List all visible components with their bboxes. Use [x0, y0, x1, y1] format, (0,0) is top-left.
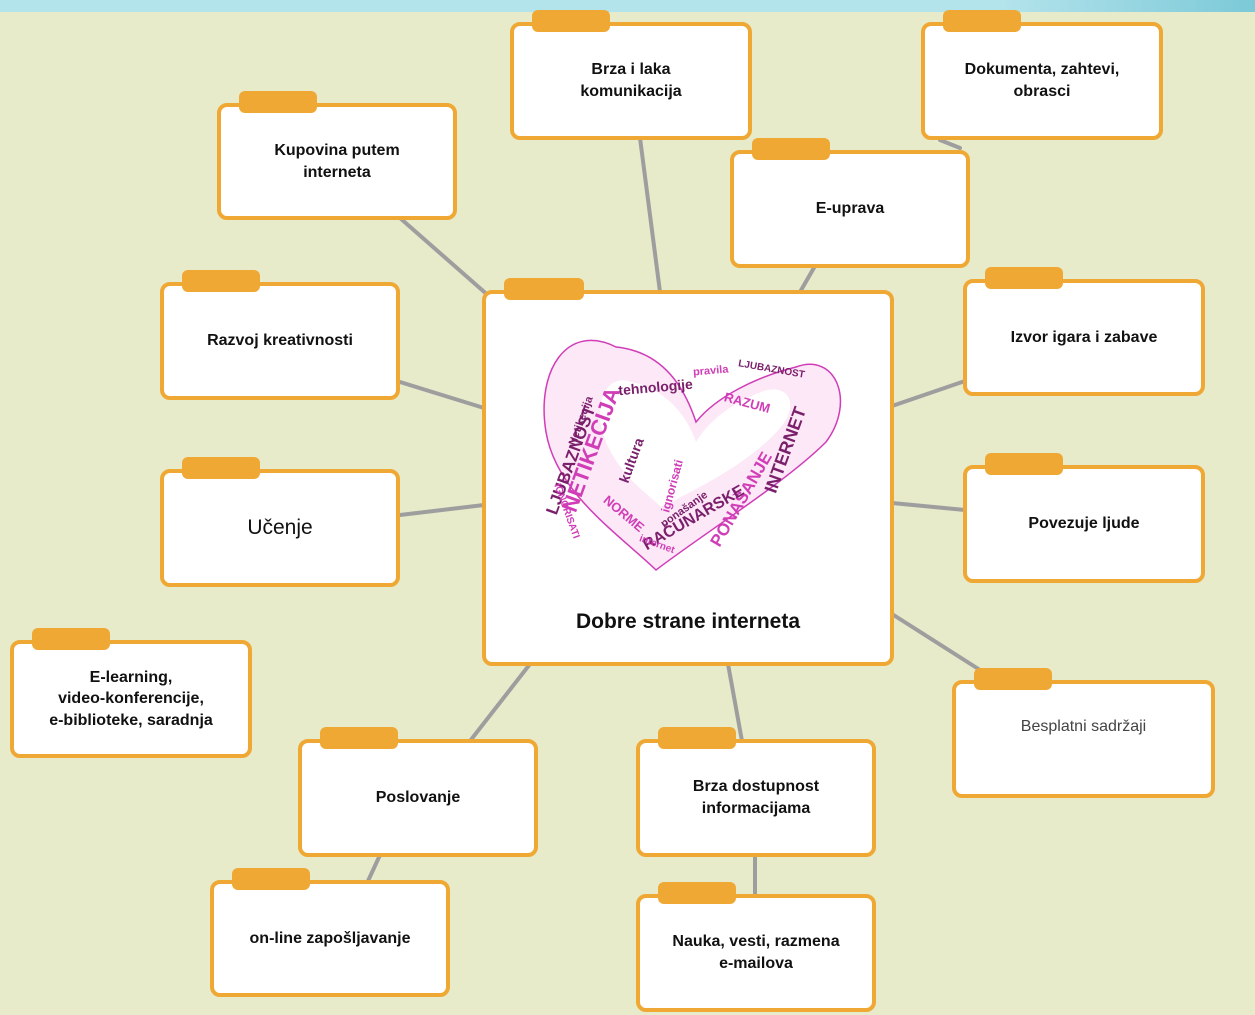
node-razvoj[interactable]: Razvoj kreativnosti — [160, 270, 400, 400]
node-tab — [985, 267, 1063, 289]
connector-brza-dostupnost — [726, 662, 744, 743]
node-tab — [232, 868, 310, 890]
node-kupovina[interactable]: Kupovina putem interneta — [217, 91, 457, 220]
node-tab — [182, 457, 260, 479]
node-label: Učenje — [247, 515, 313, 539]
node-label: on-line zapošljavanje — [249, 929, 411, 947]
node-zaposljavanje[interactable]: on-line zapošljavanje — [210, 868, 450, 997]
node-label: Besplatni sadržaji — [1020, 718, 1147, 735]
node-tab — [239, 91, 317, 113]
connector-razvoj — [398, 380, 486, 410]
node-tab — [504, 278, 584, 300]
node-tab — [752, 138, 830, 160]
node-label: Povezuje ljude — [1028, 515, 1140, 533]
node-brza-dostupnost[interactable]: Brza dostupnost informacijama — [636, 727, 876, 857]
connector-besplatni — [890, 612, 982, 672]
node-tab — [32, 628, 110, 650]
connector-kupovina — [398, 216, 492, 299]
node-tab — [182, 270, 260, 292]
node-label: Izvor igara i zabave — [1010, 328, 1158, 346]
node-povezuje[interactable]: Povezuje ljude — [963, 453, 1205, 583]
top-banner-accent — [1005, 0, 1255, 12]
node-tab — [320, 727, 398, 749]
node-e-uprava[interactable]: E-uprava — [730, 138, 970, 268]
connector-poslovanje — [468, 662, 532, 743]
node-besplatni[interactable]: Besplatni sadržaji — [952, 668, 1215, 798]
connector-brza-laka — [638, 136, 662, 294]
node-label: Dokumenta, zahtevi, obrasci — [964, 61, 1120, 100]
node-izvor[interactable]: Izvor igara i zabave — [963, 267, 1205, 396]
heart-word: pravila — [693, 363, 730, 378]
node-tab — [658, 882, 736, 904]
node-label: E-learning, video-konferencije, e-biblio… — [49, 668, 213, 729]
node-poslovanje[interactable]: Poslovanje — [298, 727, 538, 857]
connector-ucenje — [398, 503, 486, 517]
node-label: Brza dostupnost informacijama — [692, 778, 820, 817]
heart-wordcloud: LJUBAZNOSTNETIKECIJAtehnologijeRAZUMINTE… — [542, 339, 842, 571]
node-tab — [943, 10, 1021, 32]
node-label: E-uprava — [815, 200, 885, 218]
center-title: Dobre strane interneta — [575, 609, 801, 633]
node-ucenje[interactable]: Učenje — [160, 457, 400, 587]
top-banner — [0, 0, 1255, 12]
node-label: Poslovanje — [375, 789, 461, 807]
node-tab — [974, 668, 1052, 690]
node-tab — [658, 727, 736, 749]
heart-word: tehnologije — [618, 376, 694, 398]
node-dokumenta[interactable]: Dokumenta, zahtevi, obrasci — [921, 10, 1163, 140]
node-label: Kupovina putem interneta — [274, 141, 400, 181]
connector-dokumenta — [938, 138, 962, 150]
connector-e-uprava — [798, 264, 817, 294]
connector-povezuje — [890, 501, 967, 512]
node-tab — [985, 453, 1063, 475]
node-tab — [532, 10, 610, 32]
node-elearning[interactable]: E-learning, video-konferencije, e-biblio… — [10, 628, 252, 758]
node-label: Razvoj kreativnosti — [207, 332, 353, 350]
node-brza-laka[interactable]: Brza i laka komunikacija — [510, 10, 752, 140]
node-label: Brza i laka komunikacija — [580, 61, 682, 100]
heart-hole — [600, 380, 791, 507]
node-label: Nauka, vesti, razmena e-mailova — [672, 933, 840, 972]
connector-izvor — [890, 379, 967, 408]
node-nauka[interactable]: Nauka, vesti, razmena e-mailova — [636, 882, 876, 1012]
connector-zaposljavanje — [366, 853, 382, 883]
